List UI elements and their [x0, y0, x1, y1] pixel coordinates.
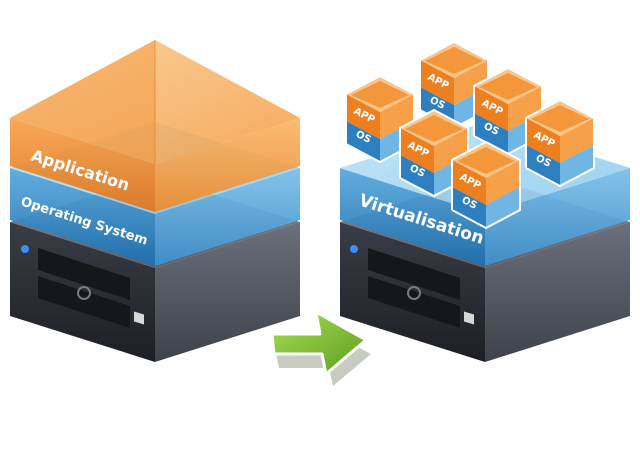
right-arrow-icon: [270, 310, 371, 386]
application-layer: Application: [10, 40, 300, 212]
left-stack: Operating System Application: [10, 40, 300, 362]
